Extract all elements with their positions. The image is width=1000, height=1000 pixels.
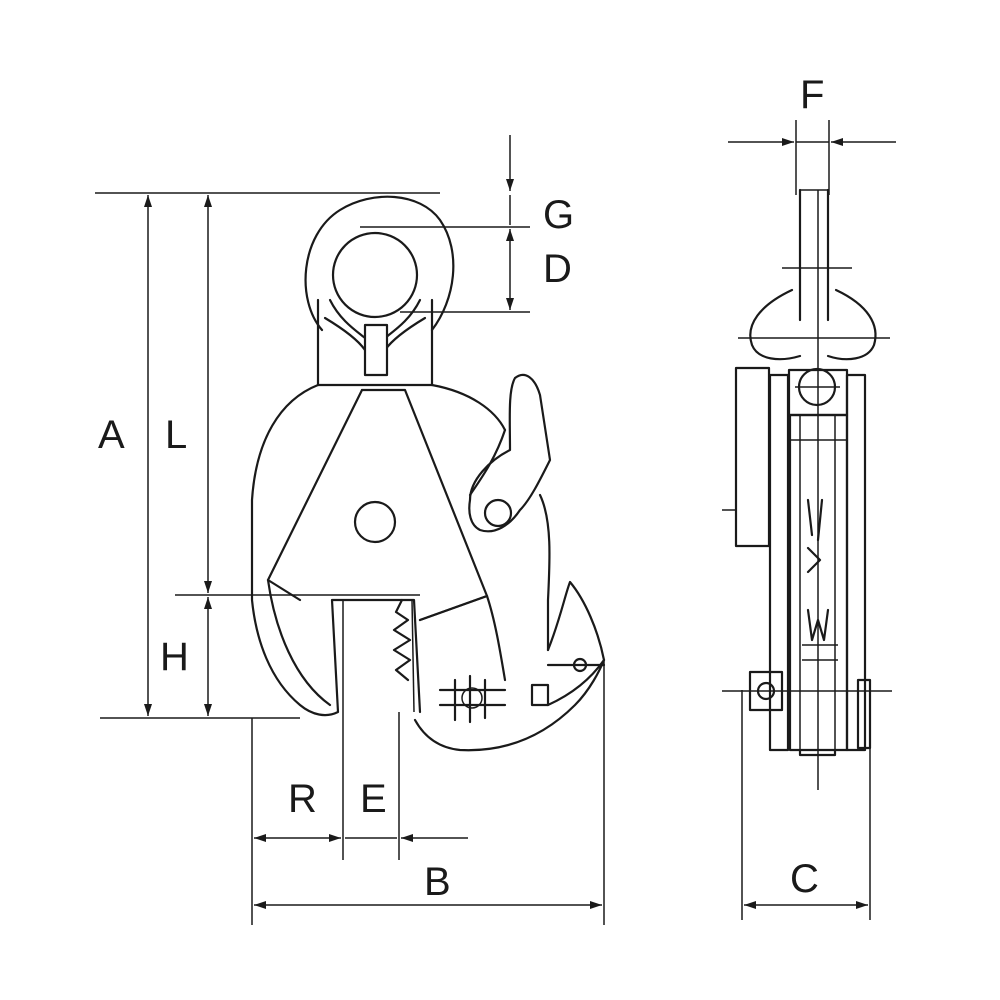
- dim-label-H: H: [160, 635, 189, 679]
- dim-label-A: A: [98, 413, 125, 457]
- dim-label-F: F: [800, 73, 824, 117]
- dim-label-G: G: [543, 193, 574, 237]
- side-view: [722, 188, 892, 790]
- dim-label-B: B: [424, 860, 451, 904]
- front-dimensions: A L H G D R E B: [95, 135, 605, 925]
- dim-label-E: E: [360, 777, 387, 821]
- lifting-eye: [304, 195, 455, 387]
- lock-mechanism: [392, 580, 606, 752]
- front-view: [250, 195, 606, 752]
- dim-label-L: L: [165, 413, 187, 457]
- dim-label-R: R: [288, 777, 317, 821]
- clamp-body: [250, 383, 551, 717]
- side-dimensions: F C: [728, 73, 896, 920]
- dim-label-D: D: [543, 247, 572, 291]
- handle-lever: [468, 373, 552, 533]
- dim-label-C: C: [790, 857, 819, 901]
